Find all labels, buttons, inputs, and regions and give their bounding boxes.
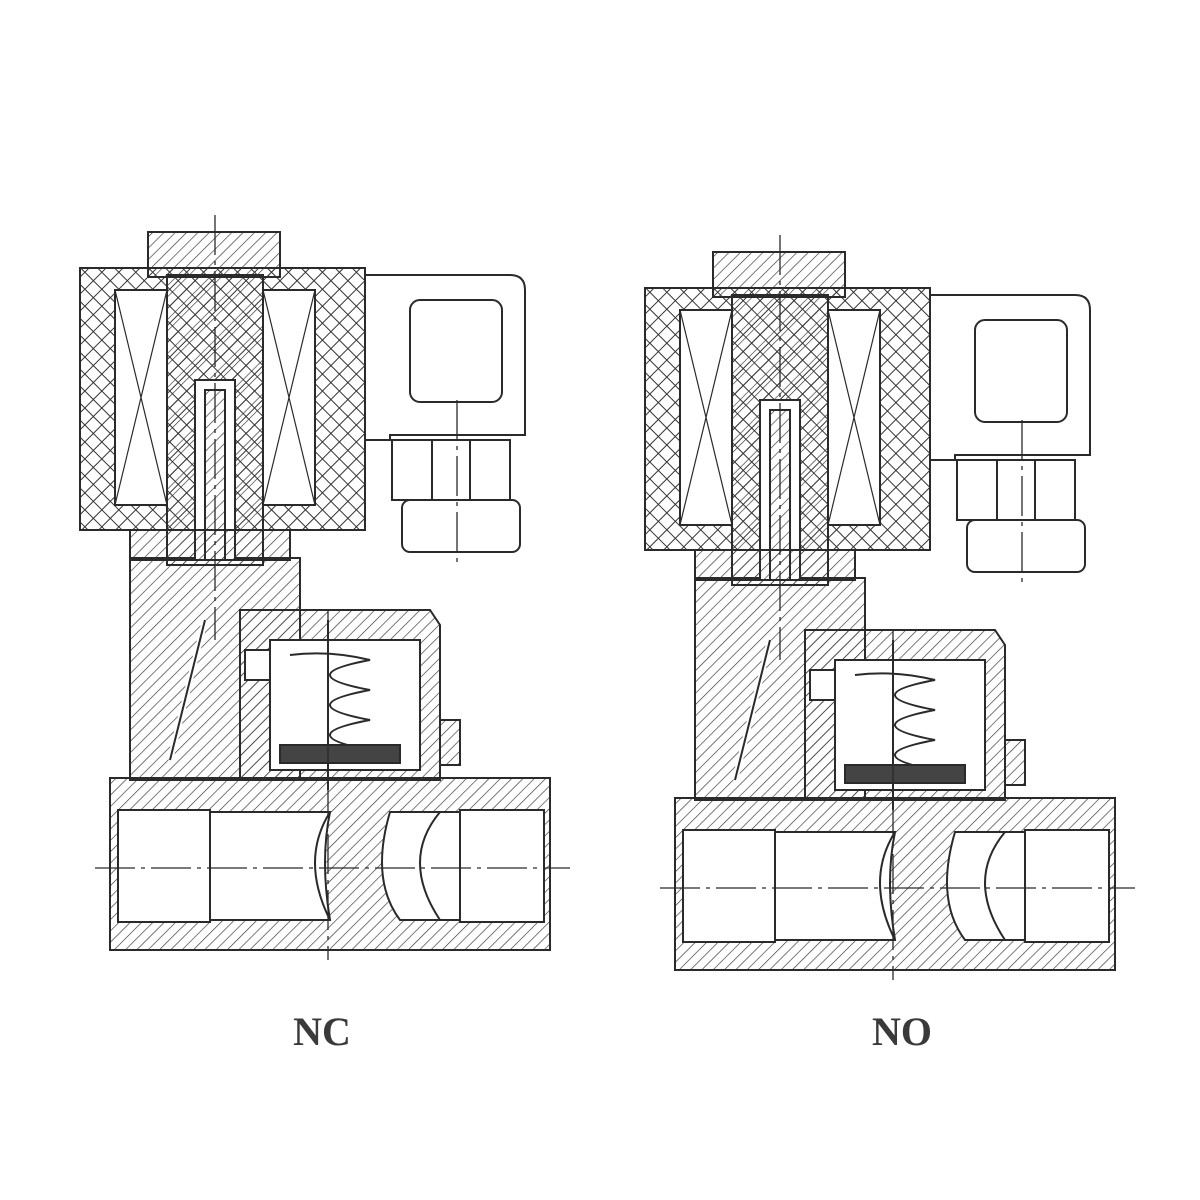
nc-label: NC [293,1009,351,1054]
nc-valve-drawing [80,215,570,960]
no-valve-drawing [645,235,1135,980]
no-label: NO [872,1009,932,1054]
